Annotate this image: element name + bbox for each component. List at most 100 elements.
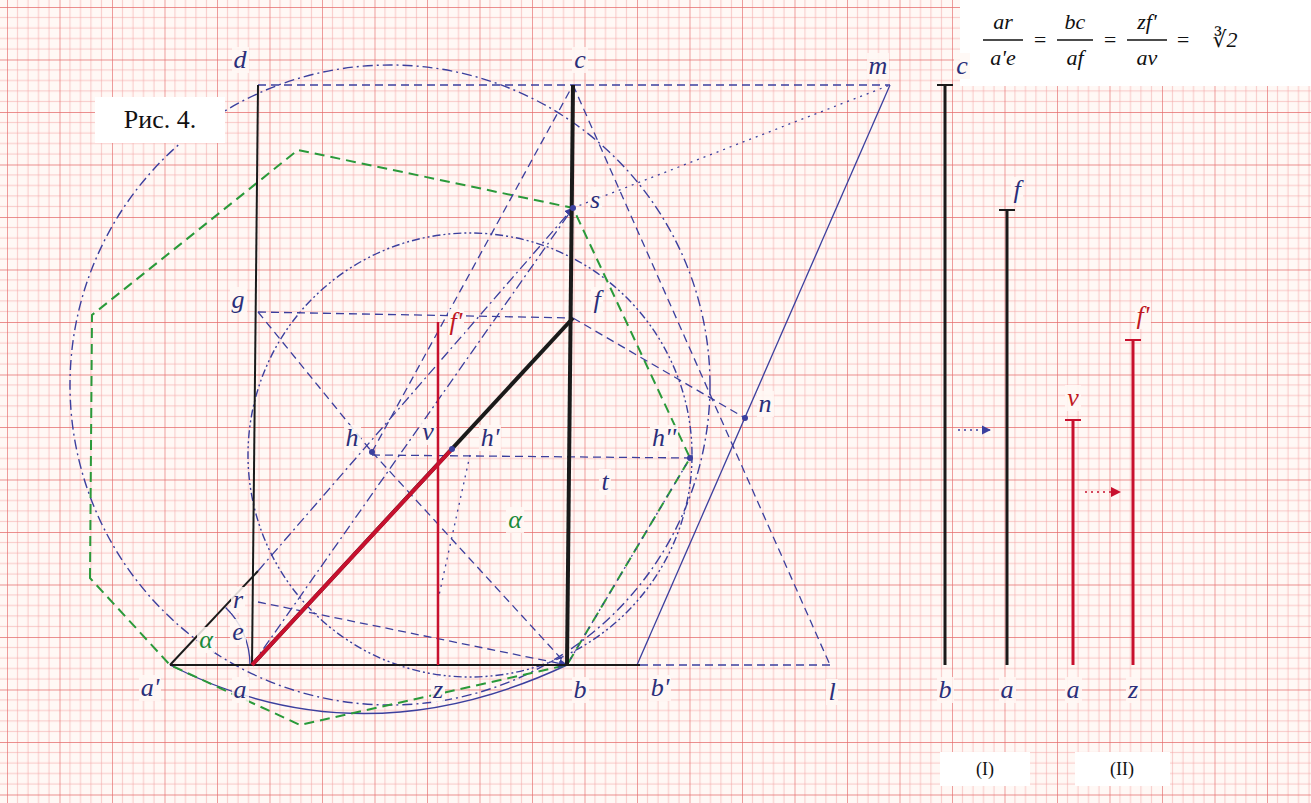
red-segment (1085, 491, 1120, 493)
formula-term: zf' (1135, 11, 1158, 33)
point-label: c (572, 47, 588, 73)
formula-term: a'e (988, 47, 1017, 69)
point-label: f' (448, 309, 465, 335)
figure-segment (567, 85, 573, 665)
point-dot (742, 415, 748, 421)
construction-line (573, 85, 830, 665)
formula-term: ∛2 (1210, 29, 1239, 51)
red-segment (1125, 339, 1141, 341)
figure-segment (252, 318, 573, 665)
column-label: (I) (974, 760, 996, 778)
point-label: b (572, 677, 589, 703)
red-segment (437, 322, 440, 665)
figure-segment (944, 85, 947, 665)
figure-segment (170, 85, 1015, 665)
point-label: c (954, 53, 970, 79)
point-label: d (232, 47, 249, 73)
construction-line (226, 85, 990, 665)
label-panel (960, 0, 1311, 86)
construction-line (372, 85, 573, 452)
construction-line (258, 602, 567, 665)
figure-segment (170, 571, 258, 665)
column-label: (II) (1108, 760, 1136, 778)
formula-term: af (1064, 47, 1085, 69)
fraction-bar (1057, 39, 1093, 41)
construction-circle (70, 65, 710, 714)
point-label: a' (139, 675, 162, 701)
point-label: v (420, 419, 436, 445)
formula-term: = (1031, 29, 1050, 51)
red-segment (1132, 340, 1135, 665)
point-label: b' (649, 675, 672, 701)
construction-line (958, 429, 990, 430)
point-label: a (1065, 677, 1082, 703)
point-label: a (999, 677, 1016, 703)
formula-term: = (1174, 29, 1193, 51)
point-label: h' (479, 425, 502, 451)
fraction-bar (983, 39, 1167, 41)
point-label: a (232, 677, 249, 703)
point-label: r (231, 587, 245, 613)
figure-segment (170, 664, 640, 666)
formula-term: bc (1063, 11, 1088, 33)
construction-line (258, 312, 372, 452)
label-panel (95, 97, 225, 143)
point-dot (687, 455, 693, 461)
label-panel (1075, 752, 1170, 786)
point-label: h'' (650, 425, 678, 451)
construction-line (258, 208, 573, 571)
construction-line (258, 312, 573, 318)
point-label: s (588, 187, 602, 213)
construction-line (567, 458, 690, 665)
construction-circle (70, 65, 710, 705)
construction-line (640, 664, 830, 665)
figure-segment (1006, 210, 1009, 665)
construction-line (637, 85, 890, 665)
construction-line (573, 85, 890, 208)
figure-caption: Рис. 4. (122, 107, 198, 133)
construction-line (573, 84, 890, 85)
point-label: z (1126, 677, 1140, 703)
point-label: f (591, 287, 602, 313)
point-label: n (757, 391, 774, 417)
construction-line (252, 208, 573, 665)
red-segment (252, 322, 1141, 665)
green-polygon (90, 150, 690, 725)
point-dot (369, 449, 375, 455)
construction-line (573, 318, 745, 418)
point-label: h (344, 425, 361, 451)
angle-label: α (197, 627, 215, 653)
figure-segment (999, 209, 1015, 211)
point-dot (449, 446, 455, 452)
fraction-bar (983, 39, 1023, 41)
label-panel (95, 0, 1311, 786)
construction-line (258, 84, 573, 85)
point-label: g (230, 287, 247, 313)
formula-term: av (1135, 47, 1160, 69)
red-segment (1072, 420, 1075, 665)
figure-segment (252, 85, 258, 665)
figure-segment (937, 84, 953, 86)
point-dot (570, 205, 576, 211)
formula-term: = (1101, 29, 1120, 51)
angle-label: α (506, 507, 524, 533)
construction-line (226, 608, 250, 666)
point-label: z (431, 677, 445, 703)
green-polygon (90, 150, 690, 725)
construction-line (372, 452, 567, 665)
point-label: f' (1135, 303, 1152, 329)
construction-line (372, 455, 690, 458)
point-label: m (867, 53, 890, 79)
point-label: v (1065, 385, 1081, 411)
point-label: l (826, 679, 837, 705)
red-segment (252, 449, 452, 665)
label-panel (940, 752, 1030, 786)
construction-circle (248, 233, 692, 677)
formula-term: ar (991, 11, 1015, 33)
point-label: t (599, 469, 610, 495)
point-dot (369, 205, 748, 461)
